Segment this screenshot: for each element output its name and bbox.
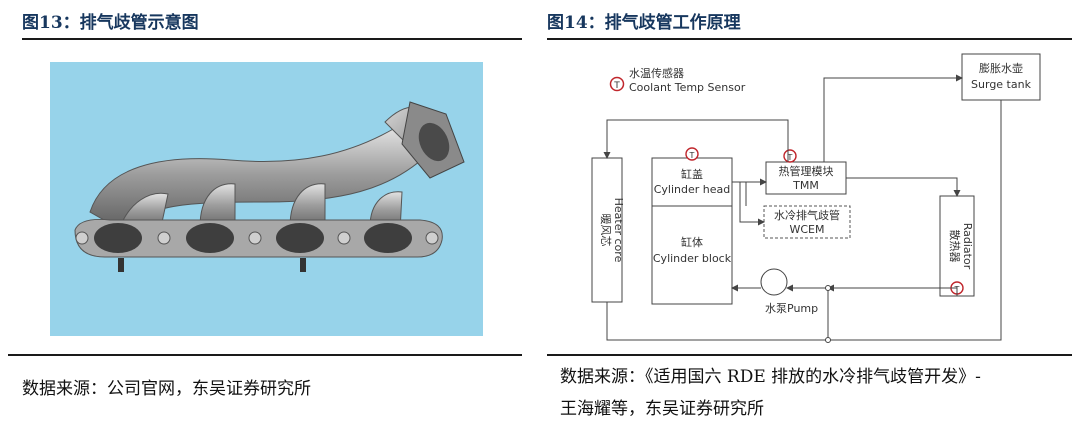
figure-13-title-rule bbox=[22, 38, 522, 40]
figure-13-source-rule bbox=[8, 354, 522, 356]
radiator-label-en: Radiator bbox=[961, 223, 974, 270]
sensor-cylinder-head: T bbox=[685, 147, 699, 161]
radiator-label-cn: 散热器 bbox=[948, 230, 962, 263]
svg-text:T: T bbox=[689, 151, 695, 160]
surge-tank-box bbox=[961, 53, 1041, 101]
legend-label-cn: 水温传感器 bbox=[629, 67, 684, 80]
cylinder-head-label-en: Cylinder head bbox=[654, 183, 731, 196]
exhaust-manifold-image bbox=[50, 62, 483, 336]
cylinder-block-label-cn: 缸体 bbox=[681, 235, 703, 249]
cylinder-head-box bbox=[651, 157, 733, 207]
figure-13-title: 图13：排气歧管示意图 bbox=[22, 13, 199, 33]
svg-text:T: T bbox=[613, 81, 620, 91]
surge-tank-label-en: Surge tank bbox=[971, 78, 1032, 91]
figure-13-source: 数据来源：公司官网，东吴证券研究所 bbox=[22, 379, 311, 399]
sensor-tmm: T bbox=[783, 149, 797, 163]
wcem-label-cn: 水冷排气歧管 bbox=[774, 208, 840, 222]
legend-label-en: Coolant Temp Sensor bbox=[629, 81, 746, 94]
figure-14-source-rule bbox=[547, 354, 1072, 356]
surge-tank-label-cn: 膨胀水壶 bbox=[979, 61, 1023, 75]
figure-14-title: 图14：排气歧管工作原理 bbox=[547, 13, 741, 33]
cylinder-block-box bbox=[651, 205, 733, 305]
heater-core-label-en: Heater core bbox=[612, 198, 625, 263]
figure-14-source-line1: 数据来源：《适用国六 RDE 排放的水冷排气歧管开发》- bbox=[560, 367, 981, 387]
tmm-box bbox=[765, 161, 847, 195]
tmm-label-cn: 热管理模块 bbox=[779, 164, 834, 178]
cooling-flow-diagram: T 水温传感器 Coolant Temp Sensor 膨胀水壶 Surge t… bbox=[560, 50, 1060, 350]
pump-symbol bbox=[760, 268, 788, 296]
figure-14-title-rule bbox=[547, 38, 1072, 40]
tmm-label-en: TMM bbox=[792, 179, 819, 192]
sensor-legend-symbol: T bbox=[609, 76, 625, 92]
figure-14-source-line2: 王海耀等，东吴证券研究所 bbox=[560, 399, 764, 419]
heater-core-label-cn: 暖风芯 bbox=[599, 214, 613, 247]
cylinder-head-label-cn: 缸盖 bbox=[681, 167, 703, 181]
exhaust-manifold-illustration bbox=[74, 101, 465, 272]
pump-label: 水泵Pump bbox=[765, 302, 818, 315]
radiator-box bbox=[939, 195, 975, 297]
wcem-label-en: WCEM bbox=[790, 223, 825, 236]
coolant-flow-lines bbox=[603, 74, 1002, 341]
heater-core-box bbox=[591, 157, 623, 303]
cylinder-block-label-en: Cylinder block bbox=[653, 252, 732, 265]
svg-text:T: T bbox=[787, 153, 793, 162]
